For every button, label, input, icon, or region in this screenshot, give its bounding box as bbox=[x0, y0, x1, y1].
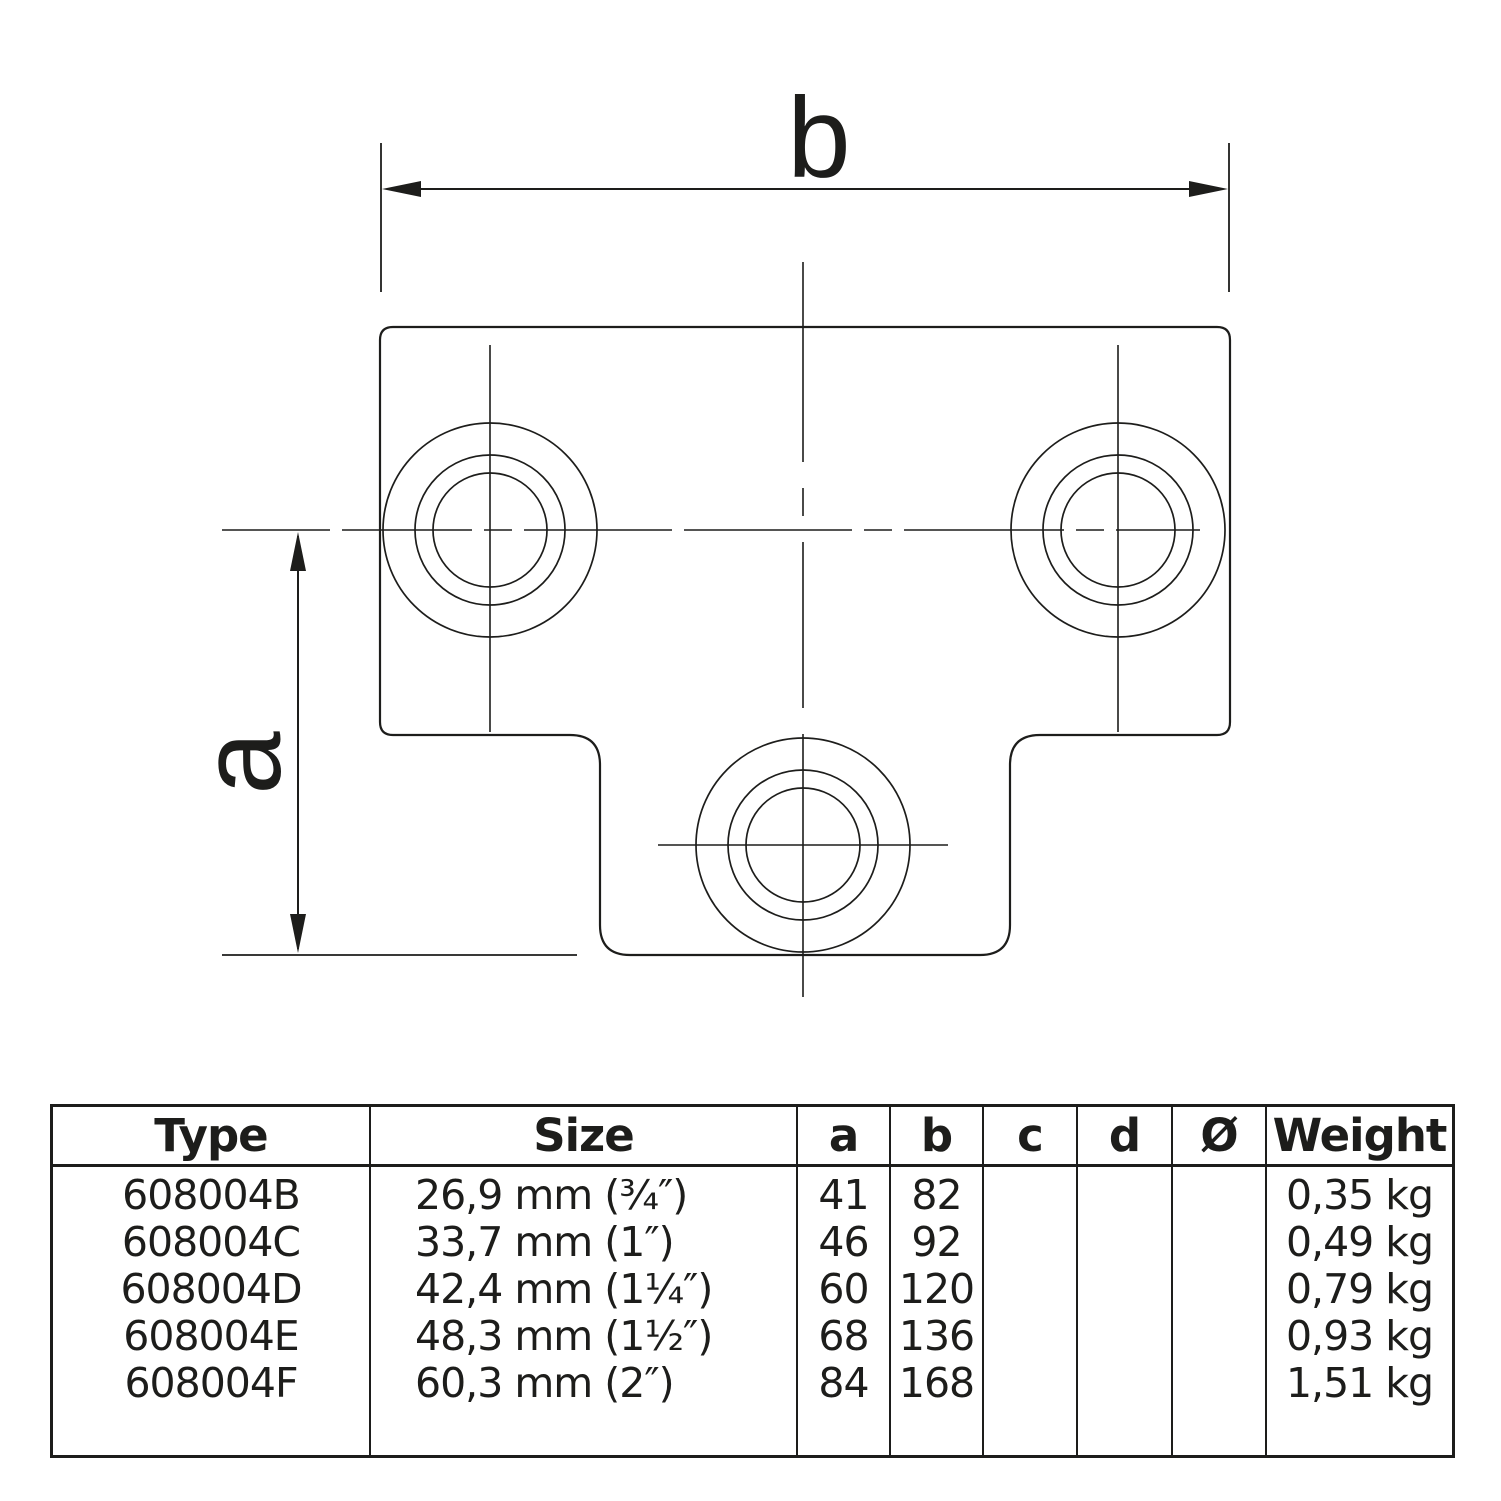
a-value: 68 bbox=[818, 1312, 869, 1360]
dimension-label-a: a bbox=[178, 731, 305, 795]
c-value bbox=[984, 1360, 1076, 1407]
dimension-a: a bbox=[178, 532, 577, 956]
type-value: 608004E bbox=[123, 1312, 299, 1360]
d-value bbox=[1078, 1313, 1171, 1360]
centerlines bbox=[222, 262, 1200, 997]
size-value: 42,4 mm (1¼″) bbox=[415, 1265, 713, 1313]
d-value bbox=[1078, 1172, 1171, 1219]
column-weight: 0,35 kg 0,49 kg 0,79 kg 0,93 kg 1,51 kg bbox=[1265, 1167, 1452, 1455]
weight-value: 1,51 kg bbox=[1285, 1359, 1434, 1407]
col-header-diameter: Ø bbox=[1171, 1107, 1265, 1167]
b-value: 136 bbox=[898, 1312, 975, 1360]
technical-drawing: b a bbox=[178, 75, 1232, 997]
size-value: 26,9 mm (¾″) bbox=[415, 1171, 688, 1219]
column-c bbox=[982, 1167, 1076, 1455]
b-value: 92 bbox=[911, 1218, 962, 1266]
d-value bbox=[1078, 1266, 1171, 1313]
col-header-d: d bbox=[1076, 1107, 1171, 1167]
column-a: 41 46 60 68 84 bbox=[796, 1167, 889, 1455]
dimension-b: b bbox=[380, 75, 1230, 292]
column-diameter bbox=[1171, 1167, 1265, 1455]
b-value: 82 bbox=[911, 1171, 962, 1219]
type-value: 608004F bbox=[124, 1359, 298, 1407]
type-value: 608004B bbox=[122, 1171, 301, 1219]
diameter-value bbox=[1173, 1219, 1265, 1266]
c-value bbox=[984, 1172, 1076, 1219]
col-header-c: c bbox=[982, 1107, 1076, 1167]
socket-circles bbox=[382, 422, 1226, 953]
arrowhead-up-icon bbox=[290, 532, 306, 571]
left-socket bbox=[382, 422, 598, 638]
diameter-value bbox=[1173, 1172, 1265, 1219]
arrowhead-left-icon bbox=[382, 181, 421, 197]
col-header-weight: Weight bbox=[1265, 1107, 1452, 1167]
col-header-b: b bbox=[889, 1107, 982, 1167]
a-value: 60 bbox=[818, 1265, 869, 1313]
column-type: 608004B 608004C 608004D 608004E 608004F bbox=[53, 1167, 369, 1455]
c-value bbox=[984, 1313, 1076, 1360]
b-value: 120 bbox=[898, 1265, 975, 1313]
size-value: 48,3 mm (1½″) bbox=[415, 1312, 713, 1360]
column-size: 26,9 mm (¾″) 33,7 mm (1″) 42,4 mm (1¼″) … bbox=[369, 1167, 796, 1455]
arrowhead-right-icon bbox=[1189, 181, 1228, 197]
weight-value: 0,93 kg bbox=[1285, 1312, 1434, 1360]
col-header-size: Size bbox=[369, 1107, 796, 1167]
b-value: 168 bbox=[898, 1359, 975, 1407]
type-value: 608004C bbox=[121, 1218, 301, 1266]
diameter-value bbox=[1173, 1360, 1265, 1407]
d-value bbox=[1078, 1360, 1171, 1407]
diameter-value bbox=[1173, 1313, 1265, 1360]
weight-value: 0,49 kg bbox=[1285, 1218, 1434, 1266]
c-value bbox=[984, 1266, 1076, 1313]
column-b: 82 92 120 136 168 bbox=[889, 1167, 982, 1455]
fitting-outline bbox=[378, 325, 1232, 957]
type-value: 608004D bbox=[120, 1265, 302, 1313]
col-header-a: a bbox=[796, 1107, 889, 1167]
a-value: 41 bbox=[818, 1171, 869, 1219]
size-value: 60,3 mm (2″) bbox=[415, 1359, 675, 1407]
a-value: 84 bbox=[818, 1359, 869, 1407]
a-value: 46 bbox=[818, 1218, 869, 1266]
column-d bbox=[1076, 1167, 1171, 1455]
weight-value: 0,35 kg bbox=[1285, 1171, 1434, 1219]
right-socket bbox=[1010, 422, 1226, 638]
bottom-socket bbox=[695, 737, 911, 953]
arrowhead-down-icon bbox=[290, 914, 306, 953]
diameter-value bbox=[1173, 1266, 1265, 1313]
c-value bbox=[984, 1219, 1076, 1266]
spec-table: Type Size a b c d Ø Weight 608004B 60800… bbox=[50, 1104, 1455, 1458]
size-value: 33,7 mm (1″) bbox=[415, 1218, 675, 1266]
weight-value: 0,79 kg bbox=[1285, 1265, 1434, 1313]
col-header-type: Type bbox=[53, 1107, 369, 1167]
d-value bbox=[1078, 1219, 1171, 1266]
dimension-label-b: b bbox=[787, 75, 850, 202]
